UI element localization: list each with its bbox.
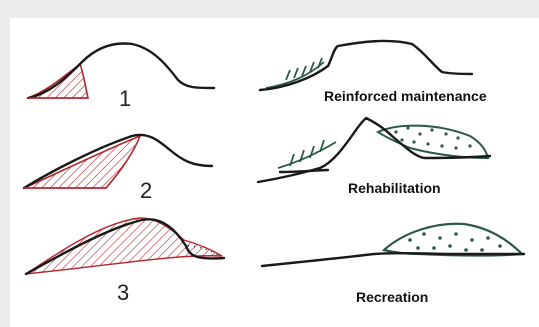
profile-line-recreation <box>262 253 524 266</box>
dune-profile-recreation <box>262 224 524 266</box>
dune-profile-reinforced <box>260 41 472 90</box>
dune-profile-2 <box>24 135 212 188</box>
vegetated-mound-recreation <box>384 224 522 256</box>
dune-profile-rehabilitation <box>258 118 490 182</box>
hatched-erosion-zone-2 <box>24 136 140 188</box>
inner-line-rehabilitation <box>280 170 328 172</box>
profile-line-reinforced <box>260 41 472 90</box>
panel-number-3: 3 <box>117 280 129 305</box>
dune-profile-3 <box>26 218 224 274</box>
label-rehabilitation: Rehabilitation <box>348 180 441 196</box>
hatched-erosion-zone-1 <box>28 64 88 98</box>
label-recreation: Recreation <box>356 289 428 305</box>
panel-number-1: 1 <box>119 86 131 111</box>
label-reinforced-maintenance: Reinforced maintenance <box>324 88 487 104</box>
panel-number-2: 2 <box>140 178 152 203</box>
vegetation-ticks-reinforced <box>286 58 322 80</box>
